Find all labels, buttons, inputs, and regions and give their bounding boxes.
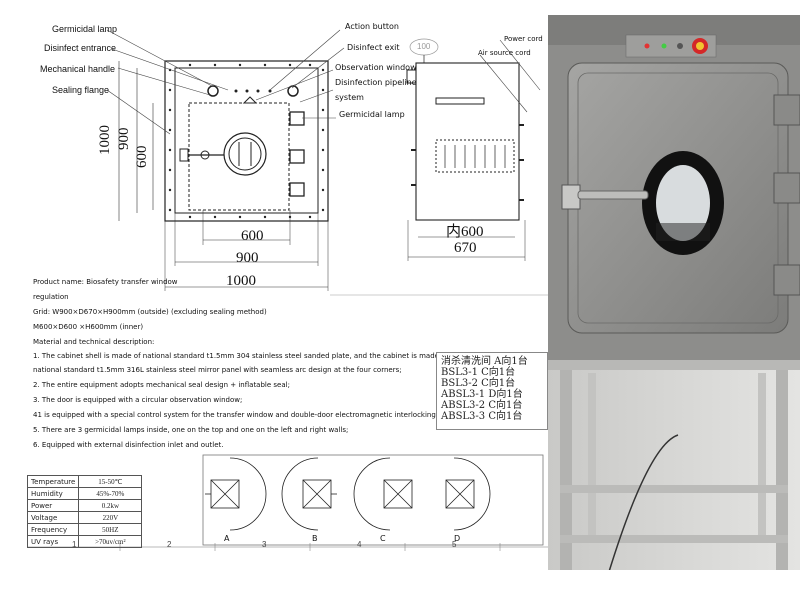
dim-height-1000: 1000 bbox=[97, 125, 113, 155]
callout-power-cord: Power cord bbox=[504, 35, 543, 43]
ruler-number: 2 bbox=[167, 540, 172, 549]
callout-observation-window: Observation window bbox=[335, 63, 417, 72]
spec-key: Humidity bbox=[26, 487, 80, 500]
callout-disinfection-pipeline: Disinfection pipeline bbox=[335, 78, 417, 87]
ruler-number: 1 bbox=[72, 540, 77, 549]
description-line: Material and technical description: bbox=[33, 338, 155, 346]
sign-line: ABSL3-1 D向1台 bbox=[441, 389, 523, 400]
dim-height-900: 900 bbox=[116, 127, 132, 151]
dim-side-outer: 670 bbox=[454, 240, 477, 256]
spec-value: 220V bbox=[78, 511, 143, 524]
spec-value: 45%-70% bbox=[78, 487, 143, 500]
callout-action-button: Action button bbox=[345, 22, 399, 31]
description-line: 1. The cabinet shell is made of national… bbox=[33, 352, 448, 360]
door-variant-b: B bbox=[312, 534, 318, 543]
spec-key: Frequency bbox=[26, 523, 80, 536]
spec-value: 50HZ bbox=[78, 523, 143, 536]
product-photo bbox=[548, 15, 800, 570]
sign-title: 消杀清洗间 A向1台 bbox=[441, 356, 528, 367]
description-line: 41 is equipped with a special control sy… bbox=[33, 411, 439, 419]
description-line: regulation bbox=[33, 293, 69, 301]
description-line: Grid: W900×D670×H900mm (outside) (exclud… bbox=[33, 308, 267, 316]
pipe-label: 100 bbox=[417, 42, 431, 51]
description-line: 5. There are 3 germicidal lamps inside, … bbox=[33, 426, 349, 434]
spec-value: 0.2kw bbox=[78, 499, 143, 512]
spec-key: Temperature bbox=[26, 475, 80, 488]
spec-key: Voltage bbox=[26, 511, 80, 524]
sign-board: 消杀清洗间 A向1台 BSL3-1 C向1台 BSL3-2 C向1台 ABSL3… bbox=[436, 352, 548, 430]
callout-germicidal-lamp-left: Germicidal lamp bbox=[52, 24, 118, 34]
dim-width-900: 900 bbox=[236, 250, 259, 266]
door-variant-d: D bbox=[454, 534, 461, 543]
sign-line: ABSL3-3 C向1台 bbox=[441, 411, 523, 422]
ruler-number: 4 bbox=[357, 540, 362, 549]
description-line: M600×D600 ×H600mm (inner) bbox=[33, 323, 144, 331]
callout-disinfection-pipeline-system: system bbox=[335, 93, 364, 102]
callout-disinfect-entrance: Disinfect entrance bbox=[44, 43, 117, 53]
dim-side-inner: 内600 bbox=[446, 224, 484, 240]
callout-air-source-cord: Air source cord bbox=[478, 49, 531, 57]
sign-line: ABSL3-2 C向1台 bbox=[441, 400, 523, 411]
callout-mechanical-handle: Mechanical handle bbox=[40, 64, 116, 74]
door-variant-a: A bbox=[224, 534, 230, 543]
callout-sealing-flange: Sealing flange bbox=[52, 85, 110, 95]
spec-row: UV rays>70uv/cm² bbox=[26, 535, 143, 548]
description-line: national standard t1.5mm 316L stainless … bbox=[33, 366, 402, 374]
description-line: 3. The door is equipped with a circular … bbox=[33, 396, 243, 404]
ruler-number: 5 bbox=[452, 540, 457, 549]
sign-line: BSL3-1 C向1台 bbox=[441, 367, 516, 378]
spec-value: 15-50℃ bbox=[78, 475, 143, 488]
spec-key: UV rays bbox=[26, 535, 80, 548]
description-line: Product name: Biosafety transfer window bbox=[33, 278, 178, 286]
description-line: 2. The entire equipment adopts mechanica… bbox=[33, 381, 290, 389]
spec-key: Power bbox=[26, 499, 80, 512]
dim-width-600: 600 bbox=[241, 228, 264, 244]
sign-line: BSL3-2 C向1台 bbox=[441, 378, 516, 389]
callout-disinfect-exit: Disinfect exit bbox=[347, 43, 400, 52]
callout-germicidal-lamp-right: Germicidal lamp bbox=[339, 110, 405, 119]
dim-width-1000: 1000 bbox=[226, 273, 256, 289]
ruler-number: 3 bbox=[262, 540, 267, 549]
dim-height-600: 600 bbox=[134, 145, 150, 169]
door-variant-c: C bbox=[380, 534, 386, 543]
description-line: 6. Equipped with external disinfection i… bbox=[33, 441, 224, 449]
spec-value: >70uv/cm² bbox=[78, 535, 143, 548]
